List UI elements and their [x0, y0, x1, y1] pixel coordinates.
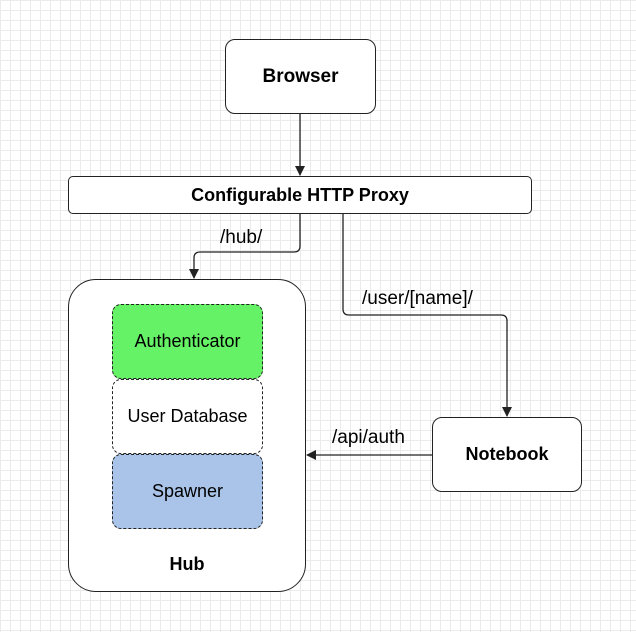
browser-label: Browser	[262, 65, 339, 87]
proxy-node[interactable]: Configurable HTTP Proxy	[68, 176, 532, 214]
edge-label-hub: /hub/	[220, 227, 263, 248]
edge-label-user-name: /user/[name]/	[362, 288, 473, 309]
edge-proxy-to-notebook	[342, 214, 512, 417]
hub-label: Hub	[169, 554, 205, 574]
user-database-label: User Database	[127, 406, 248, 426]
proxy-label: Configurable HTTP Proxy	[191, 184, 409, 205]
notebook-node[interactable]: Notebook	[432, 417, 582, 492]
spawner-label: Spawner	[151, 481, 224, 501]
authenticator-label: Authenticator	[134, 331, 241, 351]
edge-label-api-auth: /api/auth	[332, 427, 405, 448]
browser-node[interactable]: Browser	[225, 39, 376, 114]
notebook-label: Notebook	[465, 444, 549, 464]
user-database-component[interactable]: User Database	[112, 379, 263, 454]
spawner-component[interactable]: Spawner	[112, 454, 263, 529]
authenticator-component[interactable]: Authenticator	[112, 304, 263, 379]
